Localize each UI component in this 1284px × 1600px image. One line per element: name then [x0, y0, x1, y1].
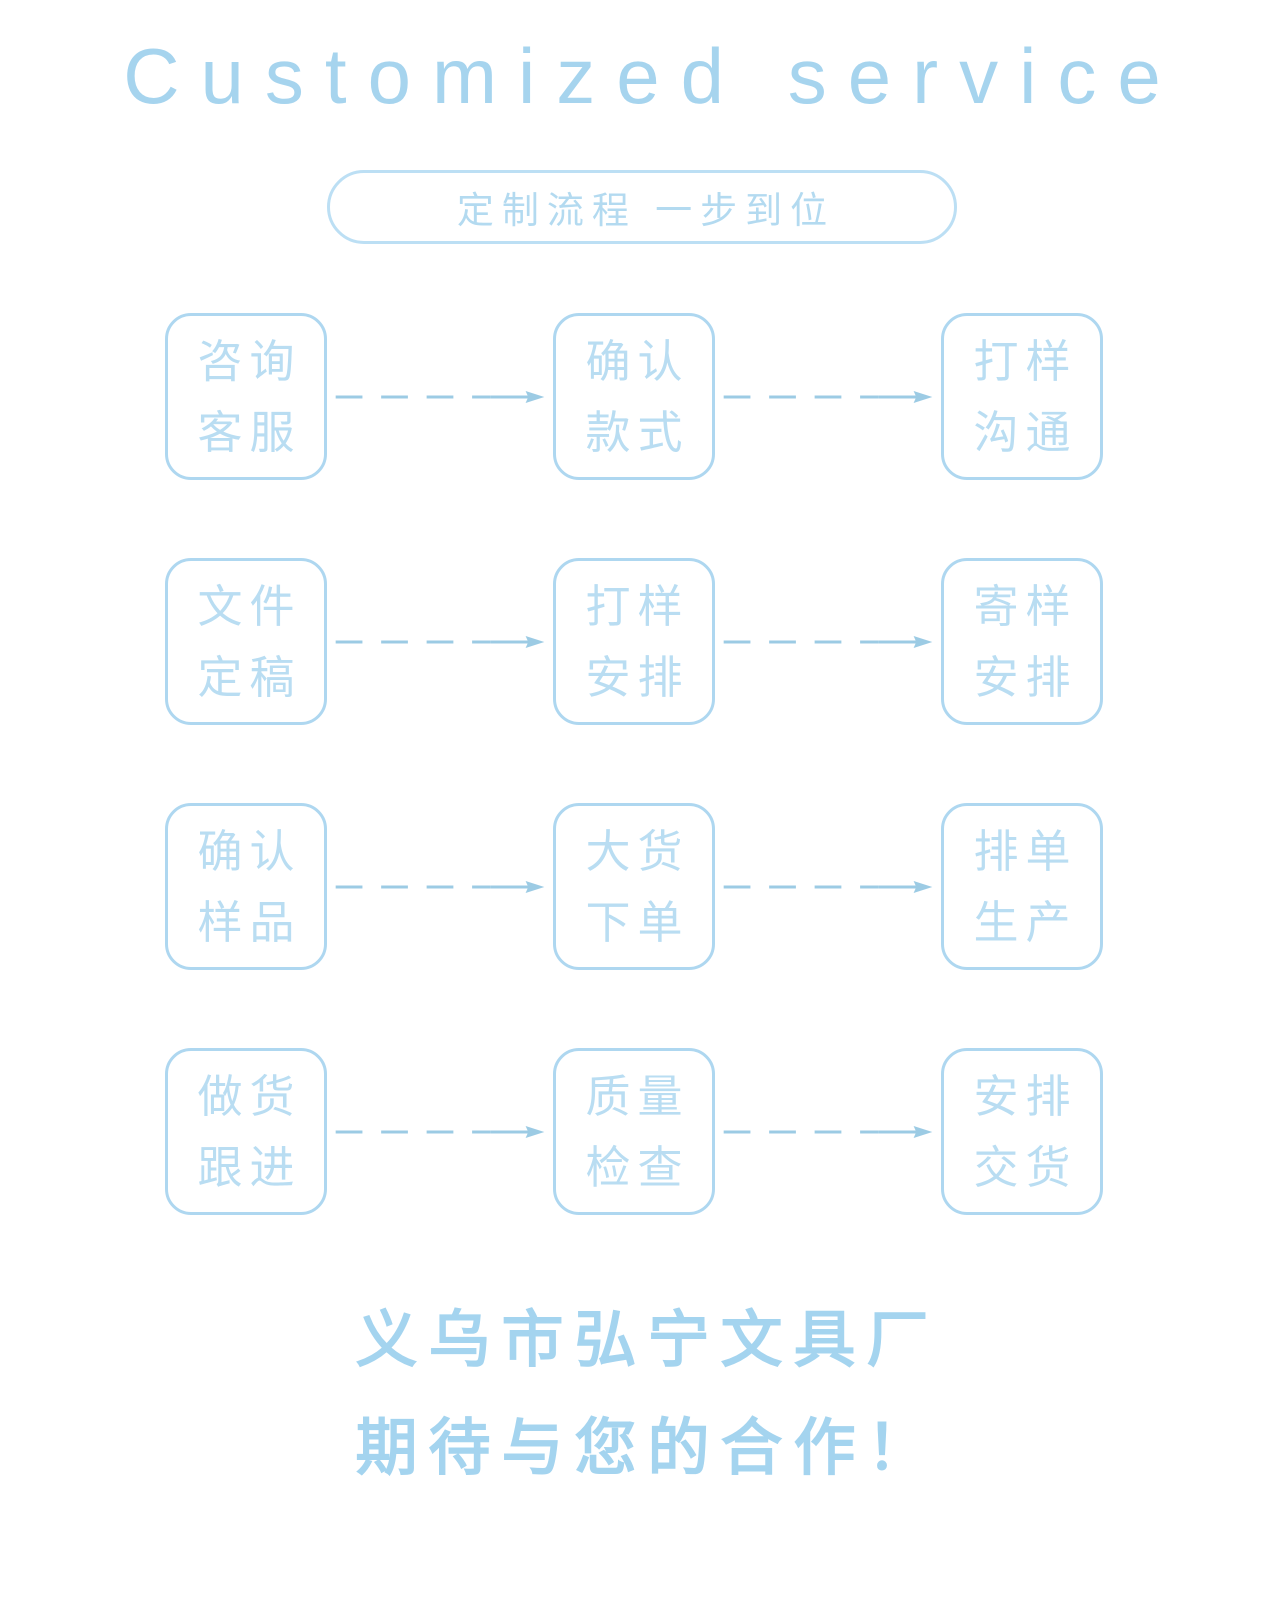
dashed-arrow-right-icon: [721, 1122, 935, 1142]
flow-step-node: 安排 交货: [941, 1048, 1103, 1215]
flow-step-node: 文件 定稿: [165, 558, 327, 725]
flow-step-line-2: 安排: [973, 651, 1078, 703]
page-title: Customized service: [123, 32, 1182, 120]
flow-step-line-2: 下单: [585, 896, 690, 948]
flow-step-node: 确认 样品: [165, 803, 327, 970]
flow-step-line-1: 大货: [585, 825, 690, 877]
flow-step-node: 做货 跟进: [165, 1048, 327, 1215]
footer-tagline: 期待与您的合作！: [355, 1414, 940, 1483]
subtitle-text: 定制流程 一步到位: [456, 190, 836, 231]
flow-step-node: 大货 下单: [553, 803, 715, 970]
flow-step-line-2: 定稿: [197, 651, 302, 703]
dashed-arrow-right-icon: [333, 877, 547, 897]
flow-step-line-1: 咨询: [197, 335, 302, 387]
flow-step-line-2: 款式: [585, 406, 690, 458]
flow-step-line-2: 生产: [973, 896, 1078, 948]
flow-step-node: 寄样 安排: [941, 558, 1103, 725]
flow-step-line-1: 排单: [973, 825, 1078, 877]
flow-step-node: 质量 检查: [553, 1048, 715, 1215]
flow-step-line-2: 检查: [585, 1141, 690, 1193]
dashed-arrow-right-icon: [721, 877, 935, 897]
footer: 义乌市弘宁文具厂 期待与您的合作！: [0, 1310, 1284, 1480]
flow-step-line-1: 文件: [197, 580, 302, 632]
flow-step-node: 确认 款式: [553, 313, 715, 480]
process-flow: 咨询 客服 确认 款式: [165, 313, 1103, 1215]
flow-step-node: 打样 沟通: [941, 313, 1103, 480]
flow-row: 做货 跟进 质量 检查: [165, 1048, 1103, 1215]
flow-step-line-1: 安排: [973, 1070, 1078, 1122]
dashed-arrow-right-icon: [333, 632, 547, 652]
flow-step-line-1: 打样: [973, 335, 1078, 387]
flow-row: 确认 样品 大货 下单: [165, 803, 1103, 970]
flow-step-line-1: 做货: [197, 1070, 302, 1122]
flow-step-line-2: 沟通: [973, 406, 1078, 458]
flow-step-line-1: 质量: [585, 1070, 690, 1122]
flow-step-line-1: 确认: [197, 825, 302, 877]
flow-step-node: 排单 生产: [941, 803, 1103, 970]
flow-row: 文件 定稿 打样 安排: [165, 558, 1103, 725]
flow-step-line-1: 确认: [585, 335, 690, 387]
flow-step-line-2: 客服: [197, 406, 302, 458]
flow-row: 咨询 客服 确认 款式: [165, 313, 1103, 480]
dashed-arrow-right-icon: [721, 387, 935, 407]
dashed-arrow-right-icon: [333, 387, 547, 407]
flow-step-node: 打样 安排: [553, 558, 715, 725]
flow-step-line-2: 安排: [585, 651, 690, 703]
flow-step-line-1: 寄样: [973, 580, 1078, 632]
flow-step-line-2: 跟进: [197, 1141, 302, 1193]
flow-step-line-2: 样品: [197, 896, 302, 948]
flow-step-line-2: 交货: [973, 1141, 1078, 1193]
dashed-arrow-right-icon: [721, 632, 935, 652]
dashed-arrow-right-icon: [333, 1122, 547, 1142]
company-name: 义乌市弘宁文具厂: [355, 1306, 940, 1375]
subtitle-pill-container: 定制流程 一步到位: [0, 170, 1284, 244]
subtitle-pill: 定制流程 一步到位: [327, 170, 957, 244]
flow-step-line-1: 打样: [585, 580, 690, 632]
flow-step-node: 咨询 客服: [165, 313, 327, 480]
